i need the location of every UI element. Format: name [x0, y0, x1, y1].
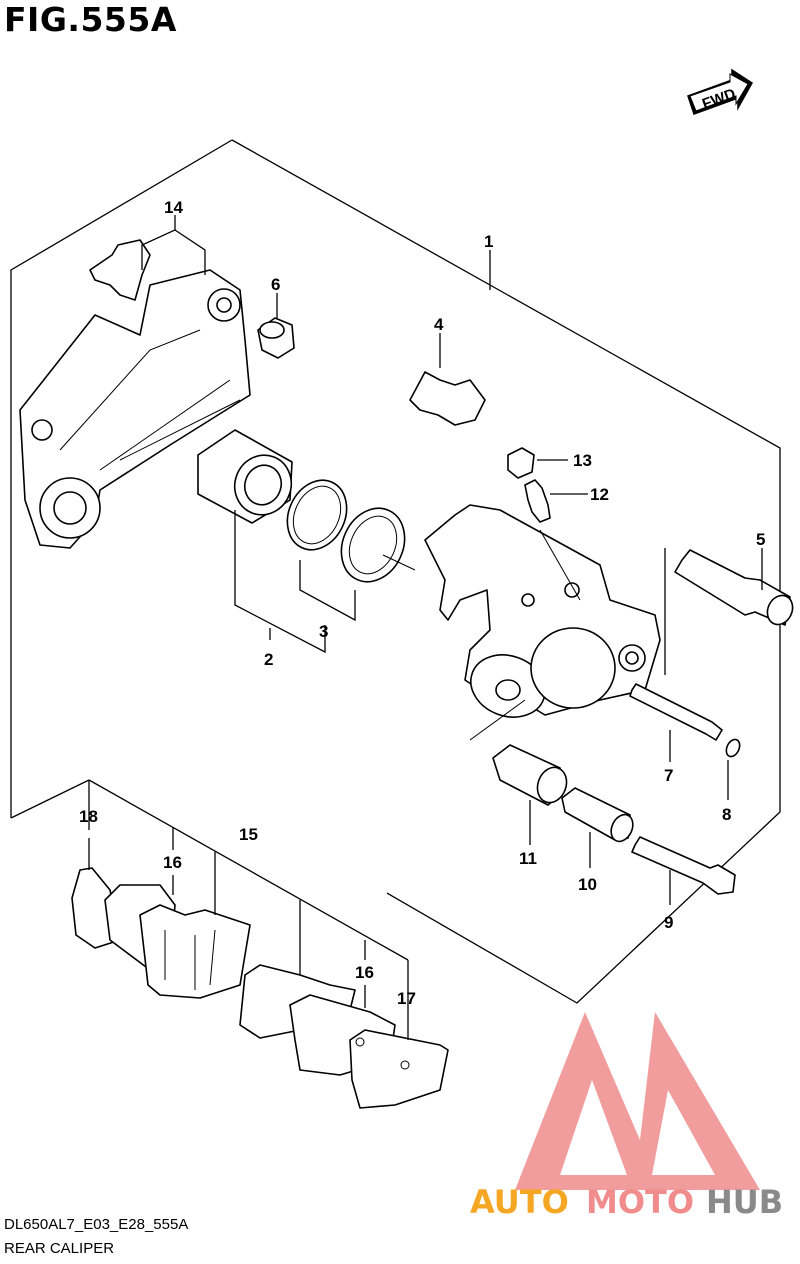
brake-pad-upper — [139, 904, 251, 999]
callout-15: 15 — [239, 825, 258, 844]
callout-9: 9 — [664, 913, 673, 932]
fwd-arrow-icon: FWD — [687, 68, 753, 115]
bracket-clip — [89, 239, 151, 301]
caliper-pin-7 — [629, 683, 723, 741]
callout-13: 13 — [573, 451, 592, 470]
pin-sleeve — [561, 787, 634, 843]
figure-title: FIG.555A — [4, 0, 177, 39]
callout-18: 18 — [79, 807, 98, 826]
callout-numbers: 1 2 3 4 5 6 7 8 9 10 11 12 13 14 15 16 1… — [79, 198, 765, 1008]
callout-8: 8 — [722, 805, 731, 824]
callout-16b: 16 — [355, 963, 374, 982]
callout-10: 10 — [578, 875, 597, 894]
callout-3: 3 — [319, 622, 328, 641]
pin-clip — [725, 738, 741, 758]
svg-text:AUTO: AUTO — [470, 1183, 569, 1221]
callout-11: 11 — [519, 849, 537, 868]
callout-14: 14 — [164, 198, 183, 217]
svg-text:MOTO: MOTO — [586, 1183, 694, 1221]
caliper-body — [424, 504, 661, 718]
callout-12: 12 — [590, 485, 609, 504]
callout-6: 6 — [271, 275, 280, 294]
piston — [197, 429, 293, 524]
automotohub-logo-icon — [515, 1012, 760, 1190]
callout-16a: 16 — [163, 853, 182, 872]
caliper-bolt — [631, 836, 736, 895]
bleeder-cap-6 — [257, 317, 295, 359]
callout-17: 17 — [397, 989, 416, 1008]
svg-text:HUB: HUB — [706, 1183, 783, 1221]
leader-lines — [88, 215, 763, 1040]
figure-name: REAR CALIPER — [4, 1240, 115, 1257]
pad-spring — [409, 371, 486, 426]
callout-5: 5 — [756, 530, 765, 549]
caliper-bracket — [19, 269, 251, 549]
pin-boot — [492, 744, 568, 806]
callout-4: 4 — [434, 315, 444, 334]
caliper-pin-5 — [674, 549, 794, 626]
dust-seal — [340, 507, 406, 583]
callout-1: 1 — [484, 232, 493, 251]
callout-2: 2 — [264, 650, 273, 669]
callout-7: 7 — [664, 766, 673, 785]
watermark-text: AUTO MOTO HUB — [470, 1183, 783, 1221]
bleeder-cap-13 — [507, 447, 535, 479]
model-code: DL650AL7_E03_E28_555A — [4, 1216, 189, 1233]
bleeder-valve — [524, 479, 551, 523]
pad-shim-17 — [349, 1029, 449, 1109]
